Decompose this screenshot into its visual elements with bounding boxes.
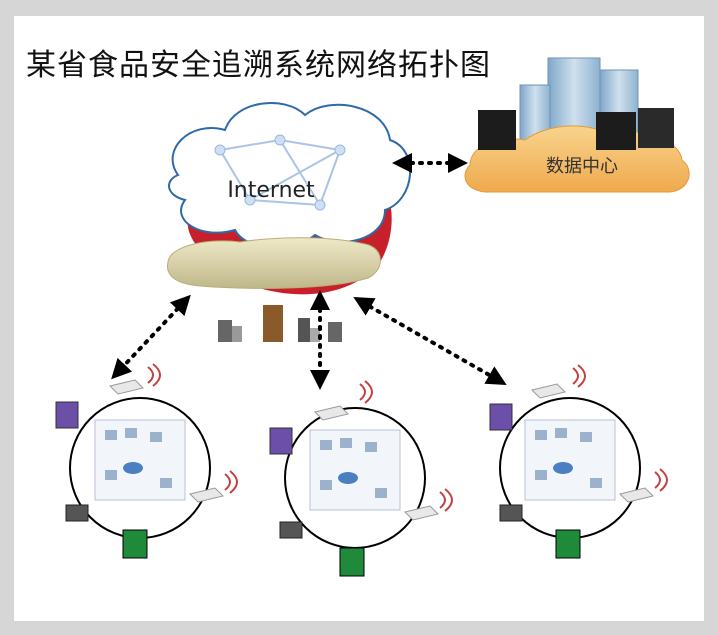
datacenter-label: 数据中心 <box>546 156 618 177</box>
left-site <box>55 363 238 559</box>
internet-cloud: Internet <box>166 102 412 295</box>
connections <box>111 153 507 390</box>
link-internet-right-site <box>353 297 507 385</box>
center-site <box>269 380 453 577</box>
right-site <box>489 364 668 559</box>
city-buildings <box>218 305 342 342</box>
internet-label: Internet <box>227 178 315 203</box>
link-internet-left-site <box>111 294 191 380</box>
diagram-title: 某省食品安全追溯系统网络拓扑图 <box>26 48 491 83</box>
data-center: 数据中心 <box>464 57 690 193</box>
